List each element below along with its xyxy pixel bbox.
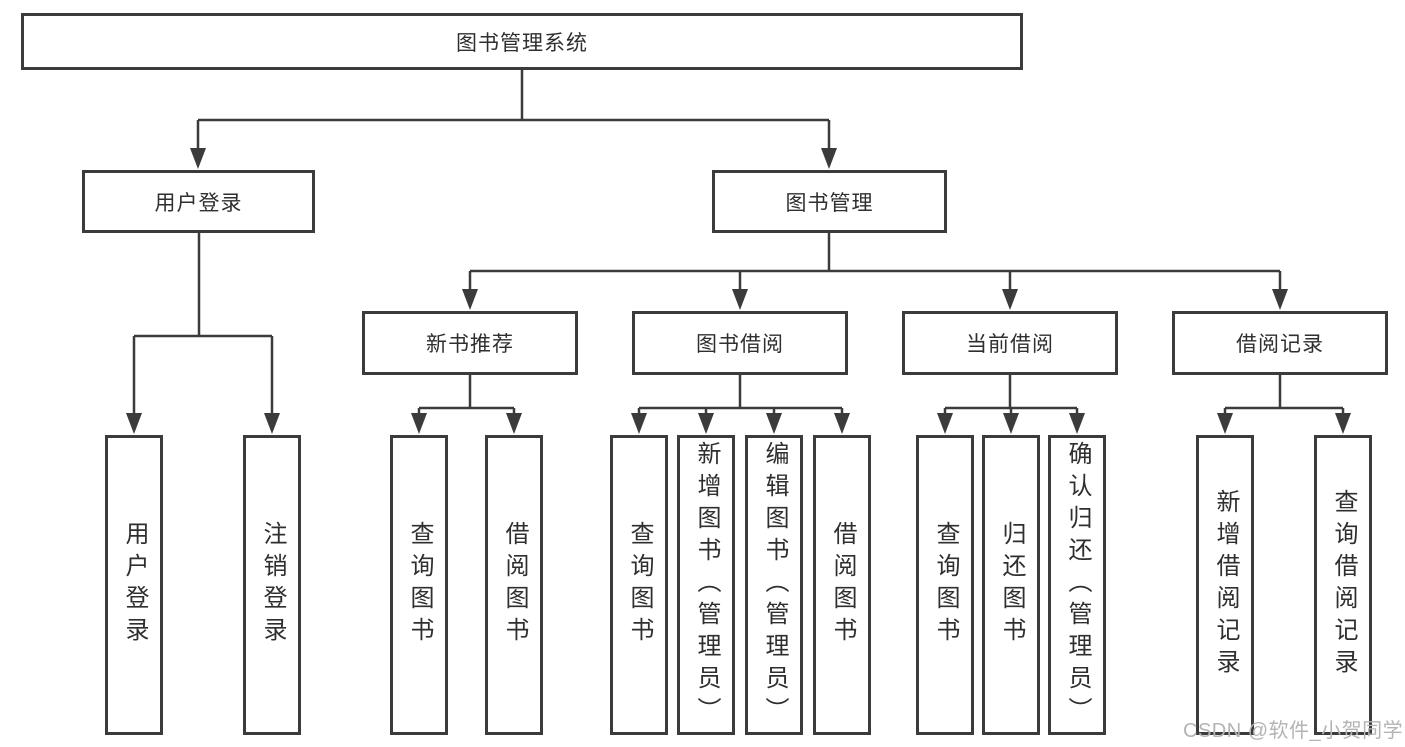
arrowhead: [1272, 289, 1288, 310]
arrowhead: [462, 289, 478, 310]
leaf-query-books-borrow: 查询图书: [610, 435, 668, 735]
arrowhead: [190, 148, 206, 169]
node-root: 图书管理系统: [21, 13, 1023, 70]
arrowhead: [937, 413, 953, 434]
leaf-confirm-return-admin: 确认归还（管理员）: [1048, 435, 1106, 735]
leaf-add-books-admin: 新增图书（管理员）: [677, 435, 735, 735]
leaf-borrow-books-recommend: 借阅图书: [485, 435, 543, 735]
node-book-management: 图书管理: [712, 170, 947, 233]
leaf-user-login: 用户登录: [105, 435, 163, 735]
arrowhead: [411, 413, 427, 434]
node-new-book-recommend: 新书推荐: [362, 311, 578, 375]
leaf-label: 借阅图书: [501, 521, 528, 649]
connector-new-book-rec: [417, 375, 516, 418]
leaf-query-books-current: 查询图书: [916, 435, 974, 735]
leaf-logout: 注销登录: [243, 435, 301, 735]
node-borrow-records: 借阅记录: [1172, 311, 1388, 375]
arrowhead: [1003, 413, 1019, 434]
node-user-login: 用户登录: [82, 170, 315, 233]
arrowhead: [698, 413, 714, 434]
arrowhead: [1217, 413, 1233, 434]
arrowhead: [834, 413, 850, 434]
leaf-query-books-recommend: 查询图书: [390, 435, 448, 735]
leaf-label: 确认归还（管理员）: [1064, 441, 1091, 729]
arrowhead: [821, 148, 837, 169]
leaf-label: 新增图书（管理员）: [693, 441, 720, 729]
arrowhead: [732, 289, 748, 310]
arrowhead: [1335, 413, 1351, 434]
connector-user-login: [132, 233, 274, 418]
leaf-label: 编辑图书（管理员）: [761, 441, 788, 729]
leaf-label: 借阅图书: [829, 521, 856, 649]
leaf-label: 归还图书: [998, 521, 1025, 649]
leaf-query-borrow-record: 查询借阅记录: [1314, 435, 1372, 735]
leaf-label: 查询图书: [626, 521, 653, 649]
leaf-label: 注销登录: [259, 521, 286, 649]
leaf-label: 查询图书: [406, 521, 433, 649]
leaf-borrow-books: 借阅图书: [813, 435, 871, 735]
arrowhead: [1002, 289, 1018, 310]
csdn-watermark: CSDN @软件_小贺同学: [1183, 720, 1404, 742]
connector-root: [196, 69, 831, 152]
connector-borrow-records: [1223, 375, 1345, 418]
arrowhead: [126, 413, 142, 434]
leaf-return-books: 归还图书: [982, 435, 1040, 735]
connector-current-borrow: [943, 375, 1079, 418]
node-current-borrow: 当前借阅: [902, 311, 1118, 375]
node-book-borrow: 图书借阅: [632, 311, 848, 375]
connector-book-mgmt: [468, 233, 1282, 294]
leaf-label: 查询图书: [932, 521, 959, 649]
arrowhead: [264, 413, 280, 434]
arrowhead: [766, 413, 782, 434]
leaf-label: 新增借阅记录: [1212, 489, 1239, 681]
arrowhead: [631, 413, 647, 434]
connector-book-borrow: [637, 375, 844, 418]
arrowhead: [506, 413, 522, 434]
leaf-label: 查询借阅记录: [1330, 489, 1357, 681]
leaf-add-borrow-record: 新增借阅记录: [1196, 435, 1254, 735]
arrowhead: [1069, 413, 1085, 434]
leaf-edit-books-admin: 编辑图书（管理员）: [745, 435, 803, 735]
leaf-label: 用户登录: [121, 521, 148, 649]
